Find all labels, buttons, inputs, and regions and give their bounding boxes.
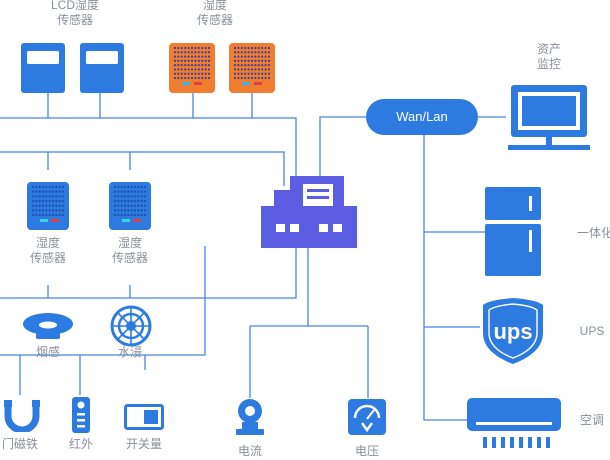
switch-input-icon (124, 404, 164, 435)
door-magnet-label: 门磁铁 (1, 437, 38, 451)
humidity-sensor-mid-label-1: 湿度传感器 (29, 236, 66, 265)
monitor-icon (508, 84, 590, 157)
smoke-detector-icon (22, 311, 74, 346)
line-meters (249, 246, 369, 398)
ups-label: UPS (579, 324, 605, 338)
ups-icon: ups (482, 297, 544, 370)
infrared-sensor-icon (71, 396, 91, 439)
line-right (423, 135, 496, 421)
air-conditioner-icon (466, 397, 562, 458)
current-label: 电流 (237, 444, 262, 458)
switch-input-label: 开关量 (125, 437, 162, 451)
humidity-sensor-orange-1 (168, 42, 216, 99)
water-leak-sensor-icon (110, 305, 152, 352)
smoke-detector-label: 烟感 (35, 345, 60, 359)
humidity-sensor-mid-1 (26, 181, 70, 236)
infrared-label: 红外 (68, 437, 93, 451)
asset-monitor-label: 资产监控 (536, 42, 561, 71)
central-controller-icon (261, 176, 357, 253)
wan-lan-node: Wan/Lan (366, 99, 478, 135)
ups-logo-text: ups (493, 319, 532, 344)
line-detectors (0, 246, 297, 299)
lcd-sensor-1 (20, 42, 66, 99)
integrated-cabinet-icon (484, 186, 542, 283)
humidity-sensor-mid-label-2: 湿度传感器 (111, 236, 148, 265)
humidity-sensor-mid-2 (108, 181, 152, 236)
line-top-sensors (0, 93, 297, 180)
voltage-meter-icon (347, 398, 387, 441)
lcd-sensor-2 (79, 42, 125, 99)
air-conditioner-label: 空调 (579, 413, 604, 427)
humidity-sensor-orange-2 (228, 42, 276, 99)
line-inputs (0, 246, 206, 395)
line-network (319, 116, 506, 180)
integrated-cabinet-label: 一体化 (576, 226, 610, 240)
humidity-sensor-top-label: 湿度传感器 (196, 0, 233, 27)
door-magnet-icon (4, 398, 40, 437)
voltage-label: 电压 (354, 444, 379, 458)
lcd-sensor-label: LCD湿度传感器 (50, 0, 99, 27)
water-leak-label: 水浸 (117, 345, 142, 359)
line-mid-sensors (0, 151, 285, 186)
current-meter-icon (233, 398, 267, 441)
